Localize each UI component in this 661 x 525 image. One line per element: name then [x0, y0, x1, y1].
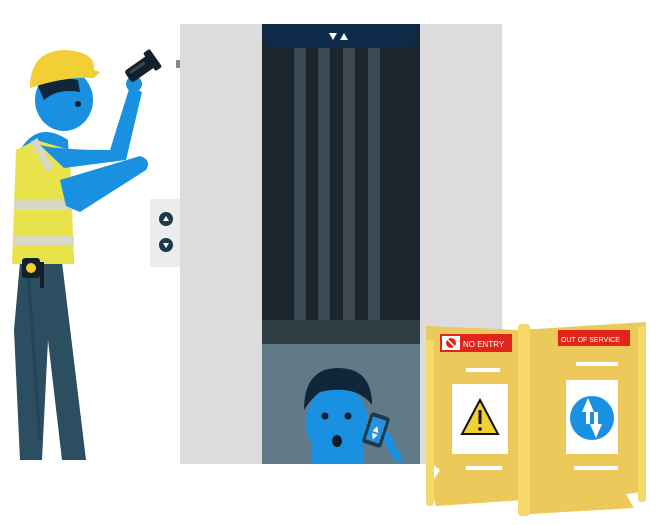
- floor-indicator: [262, 24, 418, 48]
- shaft-rail: [294, 48, 306, 320]
- warning-icon: [460, 397, 500, 435]
- passenger-eye: [344, 412, 352, 420]
- out-of-service-banner: [558, 330, 630, 346]
- passenger-arm: [380, 430, 404, 462]
- passenger: [304, 368, 404, 464]
- call-panel: [150, 199, 180, 267]
- wall-edge: [176, 60, 180, 68]
- worker-arm: [40, 86, 142, 168]
- worker-hair: [38, 78, 80, 100]
- passenger-mouth: [332, 435, 342, 447]
- no-entry-label: NO ENTRY: [463, 340, 505, 349]
- shaft-rail: [368, 48, 380, 320]
- shaft-rail: [343, 48, 355, 320]
- hard-hat-icon: [30, 50, 100, 88]
- passenger-head: [306, 386, 368, 458]
- worker-legs: [14, 262, 86, 460]
- worker-forearm: [60, 156, 148, 212]
- triangle-down-icon: [329, 33, 337, 40]
- out-of-service-label: OUT OF SERVICE: [561, 337, 620, 344]
- chevron-down-icon: [163, 243, 169, 248]
- passenger-hair: [304, 368, 372, 410]
- worker: [12, 49, 162, 460]
- car-floor: [262, 320, 420, 344]
- phone-icon: [362, 412, 390, 448]
- flashlight-icon: [125, 49, 162, 82]
- passenger-eye: [321, 412, 329, 420]
- triangle-up-icon: [340, 33, 348, 40]
- call-up-button[interactable]: [159, 212, 173, 226]
- call-down-button[interactable]: [159, 238, 173, 252]
- up-down-arrows-icon: [582, 398, 602, 438]
- shaft-rail: [318, 48, 330, 320]
- chevron-up-icon: [163, 216, 169, 221]
- safety-sign-barrier: NO ENTRY OUT OF SERVICE: [426, 322, 646, 516]
